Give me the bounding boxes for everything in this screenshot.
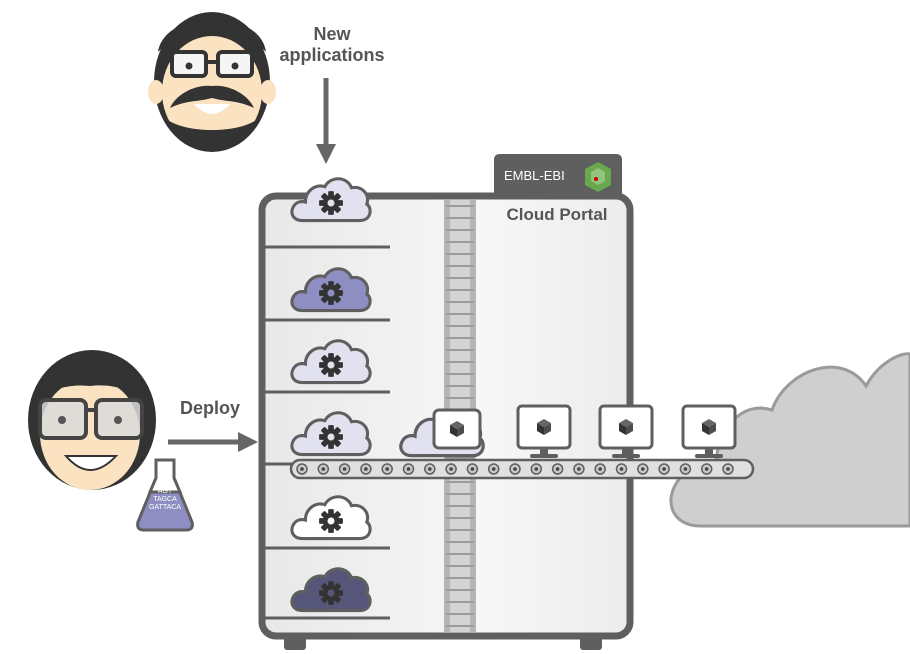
cube-icon: [537, 419, 551, 435]
monitor-icon: [516, 404, 572, 458]
monitor-icon: [598, 404, 654, 458]
conveyor-belt: [289, 458, 755, 480]
cloud-portal-title: Cloud Portal: [506, 205, 608, 224]
deploy-label: Deploy: [179, 398, 240, 418]
new-applications-label: New applications: [262, 24, 402, 66]
cube-icon: [450, 421, 464, 437]
flask-line-2: TAGCA: [153, 496, 177, 503]
app-cloud-icon: [290, 267, 372, 313]
app-cloud-icon: [290, 339, 372, 385]
new-applications-label-line1: New: [313, 24, 351, 44]
app-cloud-icon: [290, 495, 372, 541]
cube-icon: [702, 419, 716, 435]
app-cloud-icon: [290, 177, 372, 223]
developer-person-icon: [148, 12, 276, 152]
embl-ebi-logo-icon: [585, 162, 611, 192]
flask-sequence-text: AGT TAGCA GATTACA: [140, 488, 190, 512]
scientist-person-icon: [28, 350, 156, 490]
new-applications-arrow-icon: [316, 78, 336, 164]
new-applications-label-line2: applications: [279, 45, 385, 65]
flask-icon: [136, 458, 194, 532]
flask-line-3: GATTACA: [148, 504, 182, 511]
app-cloud-icon: [290, 567, 372, 613]
deploy-arrow-icon: [168, 432, 258, 452]
app-cloud-icon: [290, 411, 372, 457]
monitor-icon: [681, 404, 737, 458]
flask-line-1: AGT: [157, 488, 173, 495]
external-cloud: [669, 352, 910, 528]
embl-ebi-badge-label: EMBL-EBI: [504, 168, 565, 183]
conveyor-cloud: [399, 408, 486, 458]
cube-icon: [619, 419, 633, 435]
